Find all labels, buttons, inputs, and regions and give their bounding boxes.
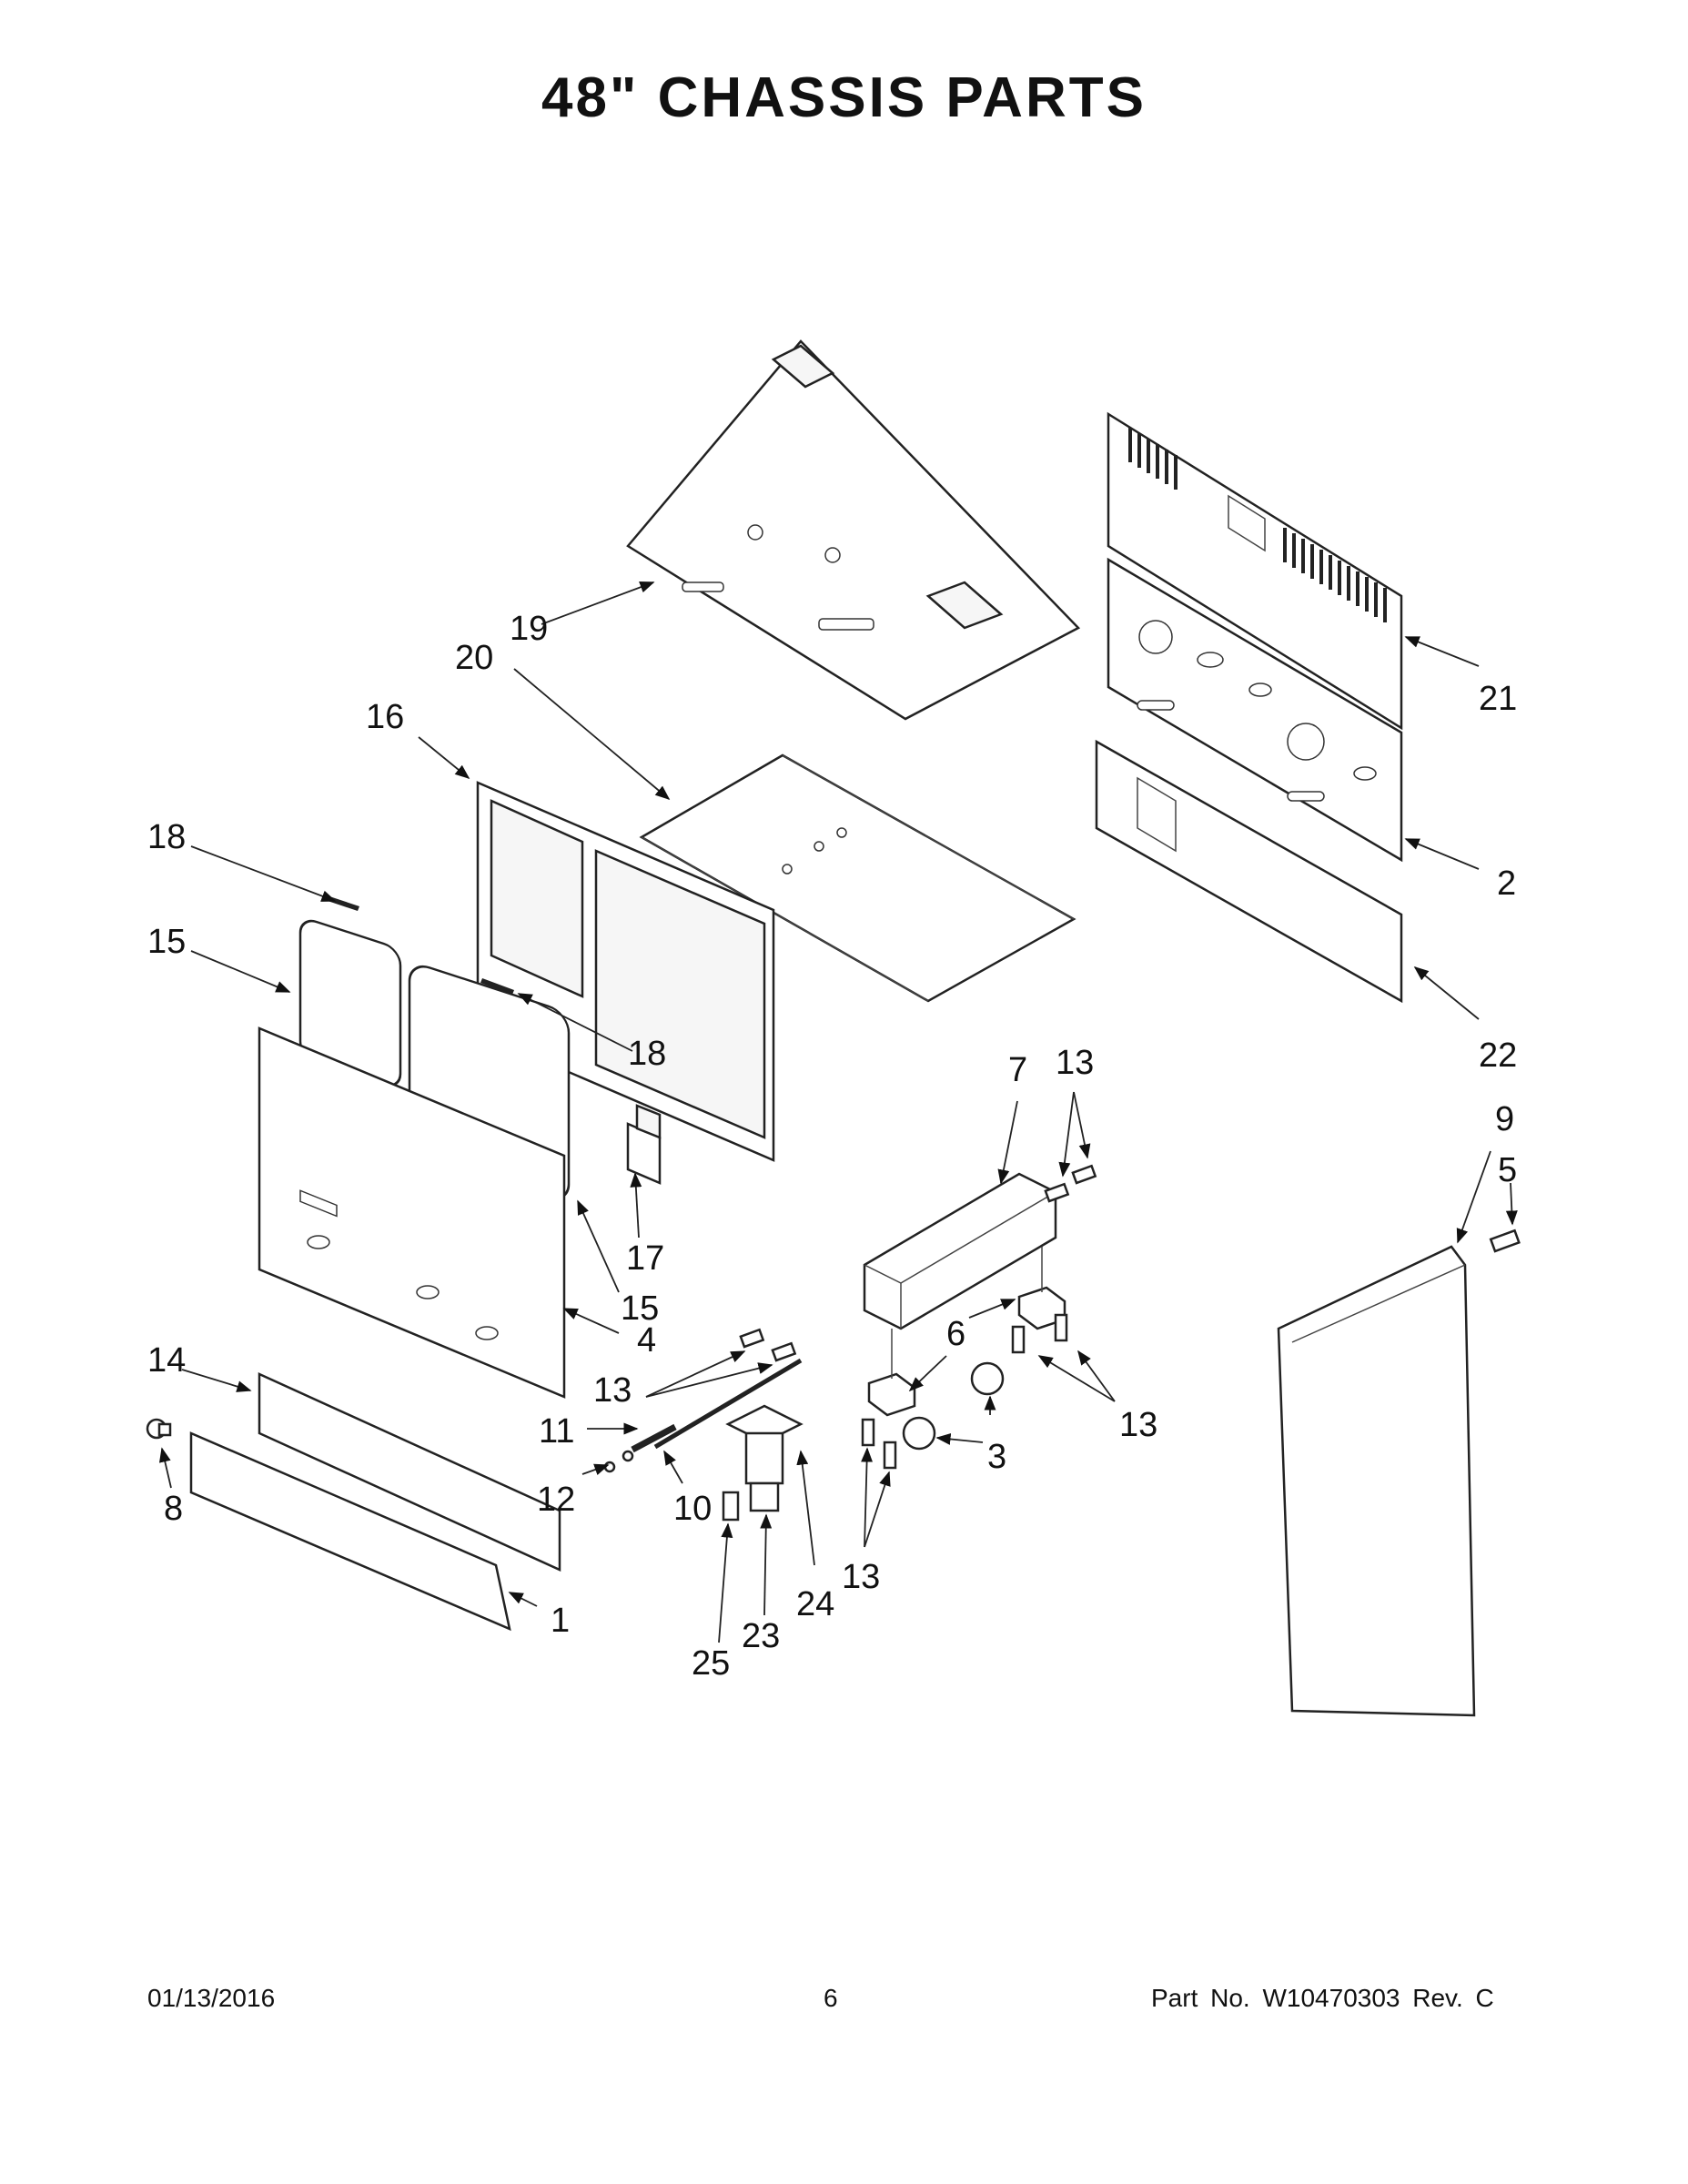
footer-part-number: Part No. W10470303 Rev. C <box>1151 1984 1494 2012</box>
part-10-rod <box>653 1358 803 1450</box>
part-13-screws <box>739 1164 1097 1470</box>
part-22-rear-panel-lower <box>1095 739 1403 1004</box>
callout-23: 23 <box>742 1617 780 1655</box>
part-1-toe-kick <box>189 1431 511 1632</box>
part-25-screw <box>722 1491 740 1522</box>
part-18-strip-lower <box>480 978 514 995</box>
callout-16: 16 <box>366 698 404 736</box>
callout-9: 9 <box>1495 1100 1514 1138</box>
callout-8: 8 <box>164 1490 183 1528</box>
callout-6: 6 <box>946 1315 965 1353</box>
callout-15-upper: 15 <box>147 923 186 961</box>
callout-14: 14 <box>147 1341 186 1380</box>
callout-13-top: 13 <box>1056 1044 1094 1082</box>
part-4-front-panel <box>258 1026 566 1399</box>
callout-20: 20 <box>455 639 493 677</box>
callout-13-right: 13 <box>1119 1406 1157 1444</box>
part-6-leveler-bracket-left <box>867 1329 916 1417</box>
callout-13-left: 13 <box>593 1371 632 1410</box>
part-16-front-frame <box>476 781 775 1162</box>
part-5-screw <box>1489 1228 1521 1253</box>
callout-18-lower: 18 <box>628 1035 666 1073</box>
callout-22: 22 <box>1479 1036 1517 1075</box>
callout-7: 7 <box>1008 1051 1027 1089</box>
part-23-leg <box>744 1431 784 1512</box>
callout-11: 11 <box>539 1412 574 1451</box>
callout-25: 25 <box>692 1644 730 1683</box>
footer-date: 01/13/2016 <box>147 1984 276 2012</box>
callout-18-upper: 18 <box>147 818 186 856</box>
part-3-roller-lower <box>902 1416 936 1451</box>
footer-page-number: 6 <box>824 1984 838 2012</box>
callout-15-lower: 15 <box>621 1289 659 1328</box>
leader-lines <box>158 581 1518 1643</box>
page-title: 48" CHASSIS PARTS <box>541 66 1147 129</box>
part-2-rear-panel-middle <box>1107 557 1403 863</box>
callout-12: 12 <box>537 1481 575 1519</box>
part-9-side-panel <box>1277 1245 1476 1717</box>
callout-19: 19 <box>510 610 548 648</box>
callout-17: 17 <box>626 1239 664 1278</box>
callout-5: 5 <box>1498 1151 1517 1189</box>
callout-4: 4 <box>637 1321 656 1360</box>
part-7-box-bracket <box>863 1172 1057 1330</box>
part-19-top-panel <box>626 339 1081 721</box>
callout-24: 24 <box>796 1585 834 1623</box>
callout-labels: 19 20 16 18 15 18 17 15 4 14 8 11 12 10 … <box>147 610 1517 1683</box>
part-11-pin <box>631 1423 677 1453</box>
part-14-front-rail <box>258 1372 561 1572</box>
part-12-washers <box>603 1450 634 1473</box>
part-17-bracket <box>626 1104 662 1185</box>
callout-2: 2 <box>1497 864 1516 903</box>
part-20-base-tray <box>639 753 1076 1003</box>
part-8-screw <box>146 1418 172 1440</box>
part-3-roller-upper <box>970 1361 1005 1396</box>
callout-1: 1 <box>551 1602 570 1640</box>
callout-21: 21 <box>1479 680 1517 718</box>
callout-13-bottom: 13 <box>842 1558 880 1596</box>
callout-10: 10 <box>673 1490 712 1528</box>
part-18-strip-upper <box>328 896 359 911</box>
callout-3: 3 <box>987 1438 1006 1476</box>
part-21-rear-panel-upper <box>1107 411 1403 731</box>
